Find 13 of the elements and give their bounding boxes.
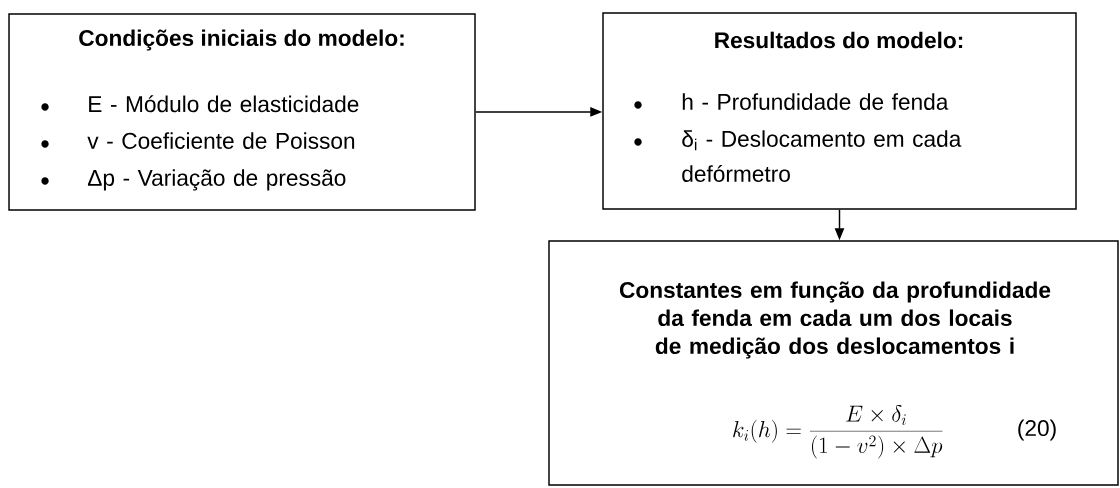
process-box	[548, 240, 1119, 486]
bullet-item: h - Profundidade de fenda	[634, 93, 949, 110]
process-box	[8, 13, 476, 211]
process-box	[602, 12, 1077, 210]
equation-number: (20)	[1018, 419, 1056, 441]
bullet-item: δ$_{i}$ - Deslocamento em cada defórmetro	[634, 130, 962, 182]
box-heading: Condições iniciais do modelo:	[79, 29, 404, 51]
formula: $k_{i}(h) = \frac{E \times \delta_{i}}{(1 - v^{2}) \times \Delta p}$	[733, 405, 943, 459]
box-heading: Constantes em função da profundidade da fenda em cada um dos locais de medição dos deslocamentos i	[619, 281, 1051, 359]
bullet-item: v - Coeficiente de Poisson	[41, 132, 355, 149]
box-heading: Resultados do modelo:	[715, 31, 963, 49]
bullet-item: E - Módulo de elasticidade	[41, 95, 359, 113]
bullet-item: Δp - Variação de pressão	[41, 169, 346, 191]
